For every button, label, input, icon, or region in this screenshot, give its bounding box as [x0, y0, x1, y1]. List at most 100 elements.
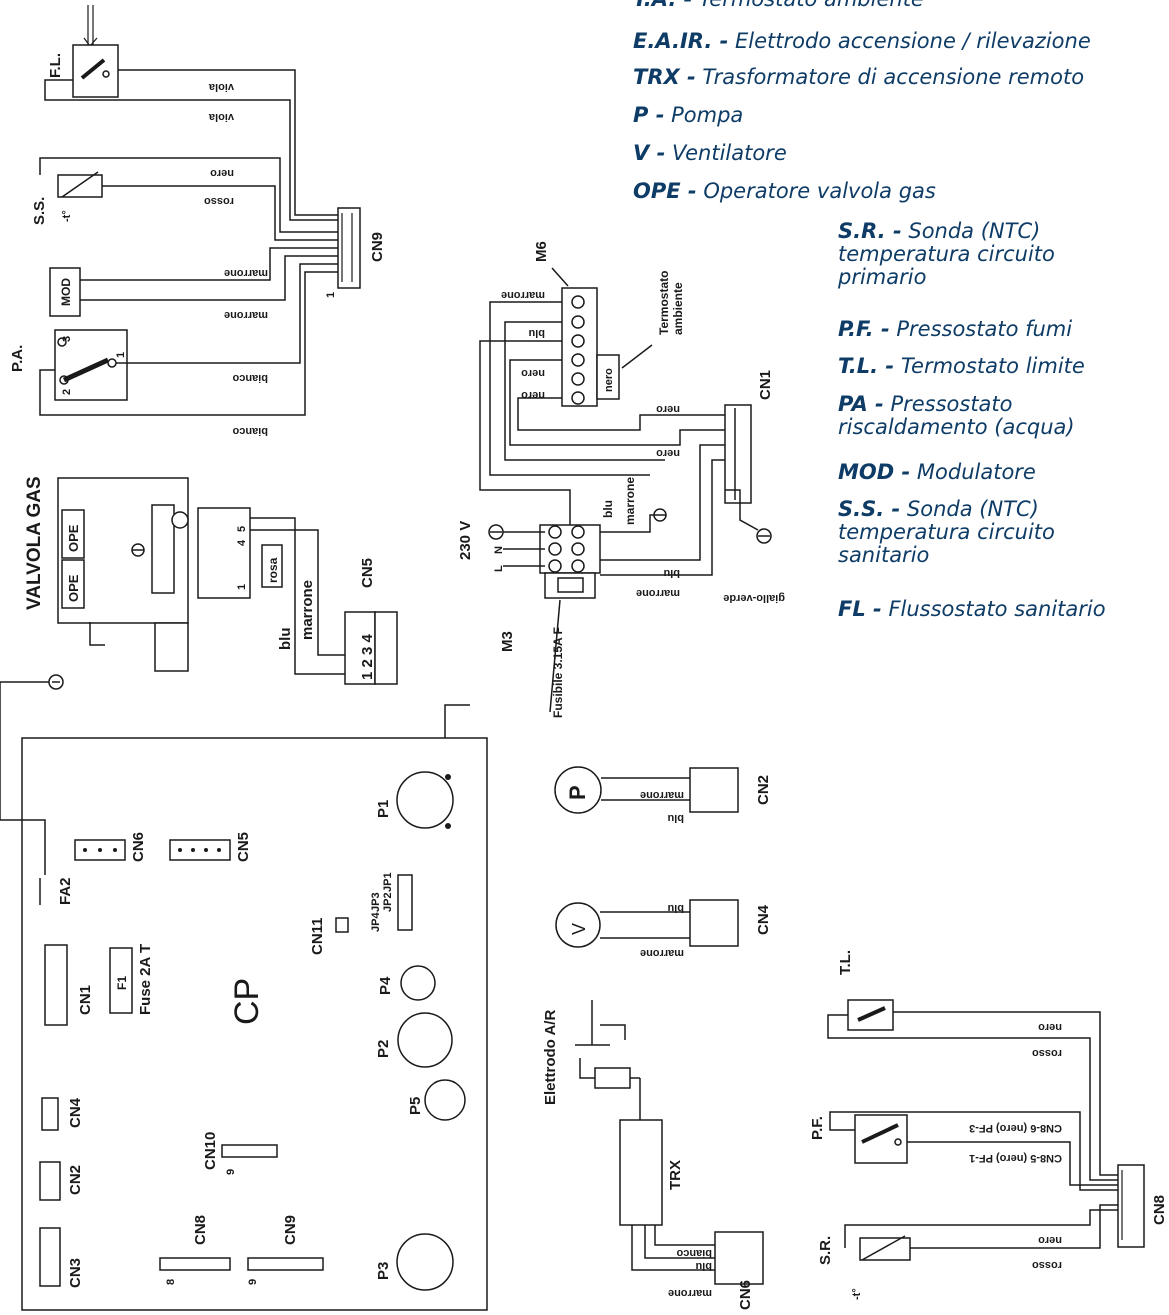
cp-cn8: CN8 8	[159, 1215, 231, 1285]
jp1-label: JP1	[382, 872, 394, 892]
legend-entry-sr: S.R. - Sonda (NTC) temperatura circuito …	[838, 219, 1055, 290]
l-label: L	[493, 565, 505, 572]
pump-cn2-label: CN2	[755, 775, 772, 805]
wire-label-marrone-mains: marrone	[636, 587, 680, 599]
pump-label: P	[565, 785, 590, 800]
cp-cn5-label: CN5	[235, 832, 252, 862]
ss-temp-symbol: -t°	[61, 210, 73, 222]
cp-cn6-label: CN6	[130, 832, 147, 862]
legend-entry-ope: OPE - Operatore valvola gas	[633, 179, 936, 203]
wire-label-nero-ss: nero	[210, 167, 234, 179]
legend-entry-eair: E.A.IR. - Elettrodo accensione / rilevaz…	[633, 29, 1091, 53]
sr-sensor: S.R. -t° nero rosso	[817, 1204, 1118, 1300]
pf-label: P.F.	[809, 1116, 826, 1140]
m6-label: M6	[533, 241, 550, 262]
m3-label: M3	[499, 631, 516, 652]
cn1-label: CN1	[757, 370, 774, 400]
trx-cn6-label: CN6	[737, 1280, 754, 1310]
wire-label-marrone-mod1: marrone	[224, 267, 268, 279]
cp-fuse: F1 Fuse 2A T	[109, 944, 154, 1015]
legend-entry-trx: TRX - Trasformatore di accensione remoto	[633, 65, 1085, 89]
fan-label: V	[569, 923, 589, 935]
cn8-connector: CN8	[1117, 1164, 1168, 1248]
rosa-label: rosa	[266, 557, 280, 583]
pump-marrone: marrone	[640, 789, 684, 801]
cn8-pin8: 8	[165, 1279, 177, 1285]
legend-entry-v: V - Ventilatore	[633, 141, 787, 165]
m3-terminal: 230 V N L M3 Fusibile 3.15A F	[457, 521, 601, 718]
fan-blu: blu	[668, 902, 685, 914]
jp3-label: JP3	[370, 892, 382, 912]
cp-cn8-label: CN8	[192, 1215, 209, 1245]
pa-pin-3: 3	[61, 336, 73, 342]
ope-label-1: OPE	[66, 524, 81, 552]
p3-label: P3	[375, 1262, 392, 1280]
rosa-pin5: 5	[236, 526, 248, 532]
pf3-wire: CN8-6 (nero) PF-3	[969, 1122, 1062, 1134]
p2-label: P2	[375, 1040, 392, 1058]
pa-switch: 3 2 1 P.A.	[9, 329, 128, 401]
m6-terminal: M6 nero Termostato ambiente	[533, 241, 685, 407]
cn5-connector: 1 2 3 4 CN5	[344, 558, 398, 685]
rosa-pin4: 4	[236, 539, 248, 546]
cn9-connector: CN9 1	[325, 207, 386, 298]
wire-label-bianco-pa2: bianco	[232, 425, 268, 437]
wire-label-viola-1: viola	[208, 81, 234, 93]
tl-thermostat: T.L. nero rosso	[827, 950, 1118, 1181]
wire-label-rosso-ss: rosso	[204, 195, 234, 207]
ope-label-2: OPE	[66, 574, 81, 602]
pump: P marrone blu CN2	[554, 766, 772, 824]
pot-p5: P5	[407, 1079, 466, 1121]
cp-cn9-label: CN9	[282, 1215, 299, 1245]
wire-label-viola-2: viola	[208, 111, 234, 123]
p5-label: P5	[407, 1097, 424, 1115]
cp-cn5: CN5	[169, 832, 252, 862]
fa2-label: FA2	[57, 877, 74, 905]
pump-blu: blu	[668, 812, 685, 824]
fan-marrone: marrone	[640, 947, 684, 959]
cp-cn3-label: CN3	[67, 1258, 84, 1288]
pot-p1: P1	[375, 771, 454, 829]
pa-label: P.A.	[9, 345, 26, 372]
legend-entry-mod: MOD - Modulatore	[838, 460, 1036, 484]
tl-rosso: rosso	[1032, 1047, 1062, 1059]
jp4-label: JP4	[370, 912, 382, 932]
n-label: N	[493, 546, 505, 554]
flow-switch	[72, 44, 119, 98]
cn9-pin1: 1	[325, 292, 337, 298]
cn1-connector: CN1	[724, 370, 774, 504]
rosa-pin1: 1	[236, 584, 248, 590]
elettrodo-label: Elettrodo A/R	[542, 1010, 559, 1105]
mod-label: MOD	[59, 278, 73, 306]
wire-label-marrone-m6: marrone	[501, 289, 545, 301]
cn10-pin9: 9	[225, 1169, 237, 1175]
legend-entry-tl: T.L. - Termostato limite	[838, 354, 1085, 378]
pf1-wire: CN8-5 (nero) PF-1	[969, 1152, 1062, 1164]
m6-nero-label: nero	[603, 368, 615, 392]
wire-label-bianco-pa1: bianco	[232, 372, 268, 384]
fan-cn4-label: CN4	[755, 904, 772, 935]
termostato-label: Termostato	[657, 271, 671, 335]
cp-cn3: CN3	[39, 1227, 84, 1288]
wire-label-giallo-verde: giallo-verde	[723, 592, 785, 604]
ss-label: S.S.	[31, 197, 48, 225]
ambiente-label: ambiente	[671, 282, 685, 335]
fuse-rating-label: Fuse 2A T	[137, 944, 154, 1015]
wire-label-marrone-m3: marrone	[623, 477, 637, 525]
legend-entry-fl: FL - Flussostato sanitario	[838, 597, 1106, 621]
tl-label: T.L.	[837, 950, 854, 975]
trx-label: TRX	[667, 1160, 684, 1190]
trx-bianco: bianco	[676, 1247, 712, 1259]
p1-label: P1	[375, 800, 392, 818]
pot-p2: P2	[375, 1012, 453, 1068]
cp-cn10: CN10 9	[202, 1132, 278, 1175]
cp-cn4: CN4	[41, 1097, 84, 1131]
sr-label: S.R.	[817, 1236, 834, 1265]
legend-entry-pf: P.F. - Pressostato fumi	[838, 317, 1073, 341]
cp-cn2: CN2	[39, 1161, 84, 1201]
cn5-label: CN5	[359, 558, 376, 588]
wire-label-marrone-cn5: marrone	[299, 580, 316, 640]
ignition: Elettrodo A/R TRX bianco blu marrone CN6	[542, 1000, 764, 1310]
pa-pin-2: 2	[61, 389, 73, 395]
